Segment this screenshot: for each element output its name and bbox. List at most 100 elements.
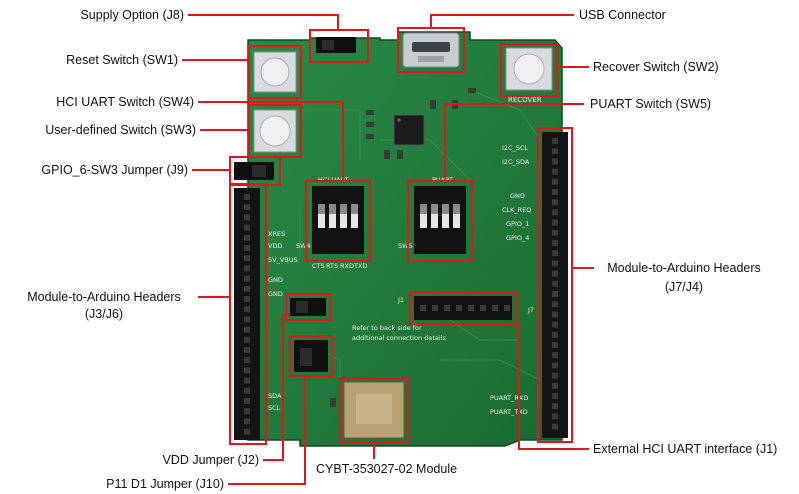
header-pin — [552, 331, 558, 338]
label-reset-switch: Reset Switch (SW1) — [66, 53, 178, 67]
header-pin — [244, 387, 250, 394]
svg-text:Refer to back side for: Refer to back side for — [352, 324, 422, 332]
svg-text:GPIO_4: GPIO_4 — [506, 234, 529, 242]
header-pin — [244, 255, 250, 262]
svg-text:GND: GND — [510, 192, 525, 200]
header-pin — [552, 362, 558, 369]
header-pin — [504, 305, 510, 311]
svg-text:I2C_SCL: I2C_SCL — [502, 144, 529, 152]
label-vdd-jumper: VDD Jumper (J2) — [162, 453, 259, 467]
header-pin — [552, 280, 558, 287]
header-pin — [552, 168, 558, 175]
header-pin — [244, 418, 250, 425]
leader-lines — [182, 14, 594, 485]
label-module: CYBT-353027-02 Module — [316, 462, 458, 476]
header-pin — [244, 194, 250, 200]
header-pin — [244, 204, 250, 211]
label-arduino-right-2: (J7/J4) — [664, 280, 704, 294]
header-pin — [552, 199, 558, 206]
dip-switch-sw5 — [414, 186, 466, 254]
label-puart-switch: PUART Switch (SW5) — [590, 97, 712, 111]
header-pin — [552, 229, 558, 236]
label-arduino-right-1: Module-to-Arduino Headers — [607, 261, 761, 275]
svg-text:additional connection details: additional connection details — [352, 334, 446, 342]
header-pin — [244, 316, 250, 323]
label-hci-uart-switch: HCI UART Switch (SW4) — [56, 95, 194, 109]
svg-text:SDA: SDA — [268, 392, 282, 400]
header-pin — [552, 178, 558, 185]
dip-switch-sw4 — [312, 186, 364, 254]
svg-text:GPIO_1: GPIO_1 — [506, 220, 529, 228]
svg-text:PUART_RXD: PUART_RXD — [490, 394, 528, 402]
svg-text:I2C_SDA: I2C_SDA — [502, 158, 530, 166]
svg-text:TXD: TXD — [353, 262, 367, 270]
header-pin — [552, 260, 558, 267]
header-pin — [552, 321, 558, 328]
header-pin — [552, 301, 558, 308]
label-user-switch: User-defined Switch (SW3) — [45, 123, 196, 137]
header-pin — [552, 352, 558, 359]
header-pin — [420, 305, 426, 311]
header-pin — [244, 377, 250, 384]
header-pin — [552, 291, 558, 297]
header-pin — [244, 285, 250, 292]
header-pin — [244, 306, 250, 313]
silk-sw4-pins: CTS RTS RXD TXD — [312, 262, 367, 270]
svg-text:GND: GND — [268, 290, 283, 298]
header-pin — [552, 393, 558, 399]
header-pin — [552, 372, 558, 379]
svg-text:XRES: XRES — [268, 230, 285, 238]
header-pin — [244, 398, 250, 404]
header-pin — [244, 428, 250, 435]
header-pin — [244, 265, 250, 272]
svg-text:GND: GND — [268, 276, 283, 284]
svg-text:5V_VBUS: 5V_VBUS — [268, 256, 298, 264]
header-pin — [552, 311, 558, 318]
header-pin — [244, 357, 250, 364]
silk-note: Refer to back side for additional connec… — [352, 324, 446, 342]
header-pin — [244, 367, 250, 374]
header-pin — [492, 305, 498, 311]
svg-text:RTS: RTS — [326, 262, 338, 270]
silk-j1: J1 — [397, 296, 404, 304]
header-pin — [552, 342, 558, 348]
header-pin — [244, 296, 250, 302]
svg-text:PUART_TXD: PUART_TXD — [490, 408, 528, 416]
silk-recover: RECOVER — [508, 96, 542, 104]
header-pin — [552, 413, 558, 420]
header-pin — [552, 423, 558, 430]
label-supply-option: Supply Option (J8) — [80, 8, 184, 22]
header-j7-pins — [552, 138, 558, 430]
header-pin — [552, 148, 558, 155]
header-pin — [244, 214, 250, 221]
header-pin — [244, 234, 250, 241]
header-pin — [552, 219, 558, 226]
svg-text:SCL: SCL — [268, 404, 281, 412]
svg-text:J7: J7 — [527, 306, 534, 314]
label-recover-switch: Recover Switch (SW2) — [593, 60, 719, 74]
j1-pins — [420, 305, 510, 311]
header-pin — [552, 158, 558, 165]
label-arduino-left-2: (J3/J6) — [84, 307, 124, 321]
header-pin — [552, 240, 558, 246]
header-pin — [244, 326, 250, 333]
label-usb-connector: USB Connector — [579, 8, 666, 22]
header-pin — [552, 138, 558, 144]
silk-right-header: I2C_SCL I2C_SDA GND CLK_REQ GPIO_1 GPIO_… — [490, 144, 534, 416]
header-pin — [552, 250, 558, 257]
header-pin — [244, 408, 250, 415]
header-pin — [244, 275, 250, 282]
header-j3-pins — [244, 194, 250, 435]
header-pin — [244, 347, 250, 353]
header-pin — [552, 403, 558, 410]
silk-sw5: SW5 — [398, 242, 413, 250]
header-pin — [244, 245, 250, 251]
label-gpio-jumper: GPIO_6-SW3 Jumper (J9) — [41, 163, 188, 177]
svg-text:RXD: RXD — [340, 262, 354, 270]
svg-text:VDD: VDD — [268, 242, 282, 250]
header-pin — [480, 305, 486, 311]
header-pin — [552, 270, 558, 277]
header-pin — [552, 189, 558, 195]
header-pin — [444, 305, 450, 311]
